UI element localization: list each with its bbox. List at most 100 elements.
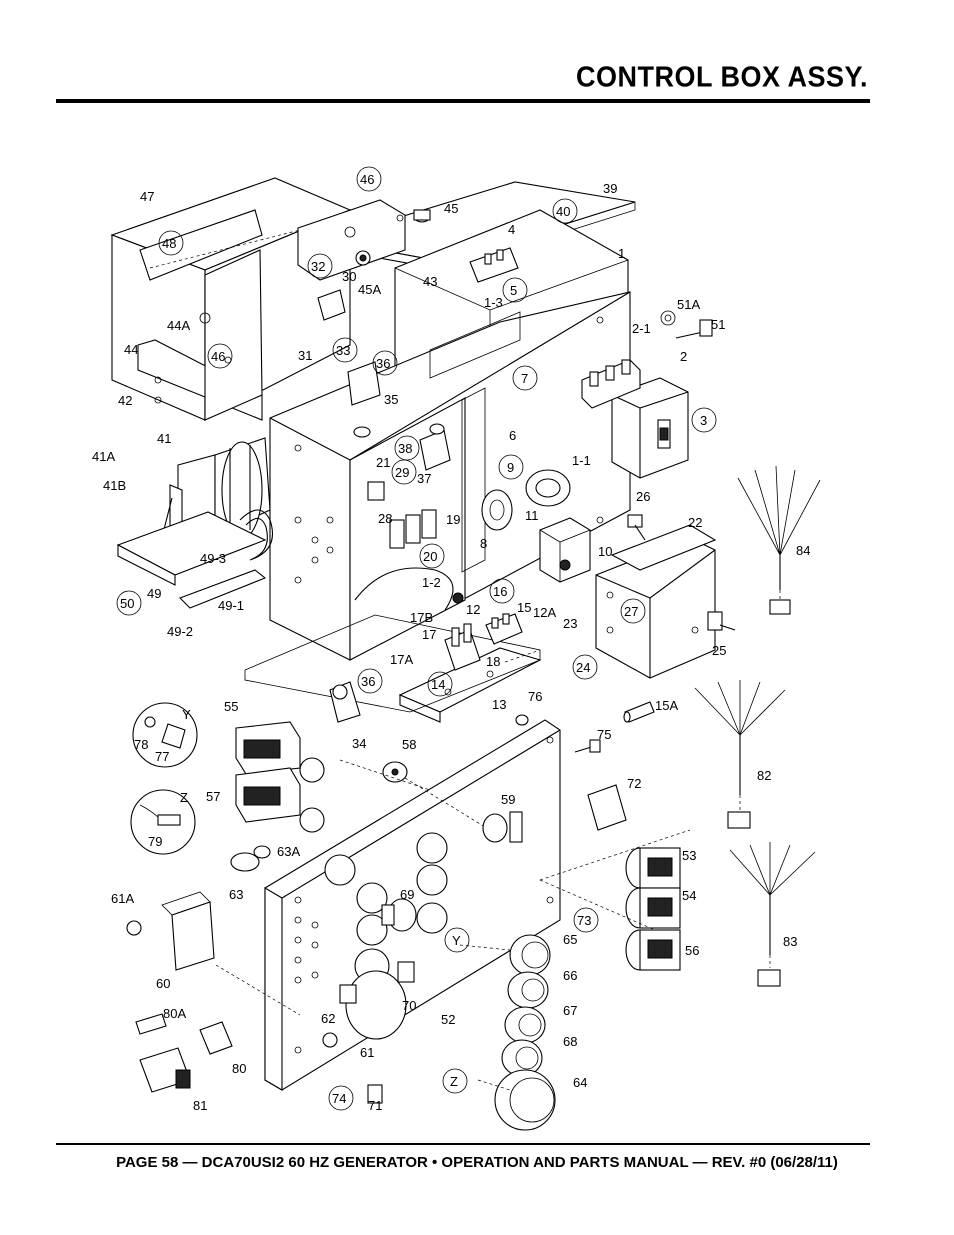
callout: 72 [627,776,641,791]
callout: 49-3 [200,551,226,566]
callout: 18 [486,654,500,669]
callout: 12 [466,602,480,617]
callout: 37 [417,471,431,486]
wire-harness-82 [694,680,786,829]
callout: Y [182,707,191,722]
callout: 30 [342,269,356,284]
callout: 9 [507,460,514,475]
callout: 63 [229,887,243,902]
wire-harness-1-2 [354,567,454,611]
detail-circle-y [132,702,198,768]
current-transformer-1-1 [481,469,571,531]
callout: 44A [167,318,190,333]
callout: 47 [140,189,154,204]
panel-switches [230,845,417,1104]
lower-frame-outline [244,614,541,713]
callout: 49-2 [167,624,193,639]
callout: 24 [576,660,590,675]
callout: 54 [682,888,696,903]
callout: 27 [624,604,638,619]
callout: 17B [410,610,433,625]
callout: 32 [311,259,325,274]
leader-lines [149,229,691,1091]
small-components [317,289,451,723]
callout: 73 [577,913,591,928]
callout: 77 [155,749,169,764]
callout: 26 [636,489,650,504]
callout: 1-1 [572,453,591,468]
wire-harness-84 [737,465,821,615]
fuse-15a [623,701,655,723]
gauges-64-68 [494,934,556,1131]
callout: 61A [111,891,134,906]
callout: 48 [162,236,176,251]
side-bracket-46 [297,199,406,281]
callout: Y [452,933,461,948]
callout: 80A [163,1006,186,1021]
circuit-breaker-2 [611,377,689,479]
callout: 17 [422,627,436,642]
callout: 80 [232,1061,246,1076]
callout: 49 [147,586,161,601]
callout: 49-1 [218,598,244,613]
callout: 15A [655,698,678,713]
callout: 41B [103,478,126,493]
callout: 35 [384,392,398,407]
callout: 34 [352,736,366,751]
callout: 46 [360,172,374,187]
callout: 36 [361,674,375,689]
callout: 20 [423,549,437,564]
callout: 8 [480,536,487,551]
callout: 7 [521,371,528,386]
callout: 22 [688,515,702,530]
callout: 51 [711,317,725,332]
callout: 78 [134,737,148,752]
callout: 81 [193,1098,207,1113]
callout: 65 [563,932,577,947]
connector-4 [469,247,519,283]
terminal-strip-19 [389,509,437,549]
callout: 2-1 [632,321,651,336]
callout: 45A [358,282,381,297]
callout: 33 [336,343,350,358]
relay-10 [539,517,591,583]
callout: 44 [124,342,138,357]
potentiometer-58 [382,761,523,843]
callout: 21 [376,455,390,470]
callout: 69 [400,887,414,902]
callout: 29 [395,465,409,480]
callout: 79 [148,834,162,849]
callout: 1 [618,246,625,261]
callout: 71 [368,1098,382,1113]
page-footer: PAGE 58 — DCA70USI2 60 HZ GENERATOR • OP… [116,1154,838,1171]
callout: 39 [603,181,617,196]
toggle-switch-26 [627,514,736,631]
callout: 67 [563,1003,577,1018]
callout: 62 [321,1011,335,1026]
callout: 12A [533,605,556,620]
callout: 51A [677,297,700,312]
callout: 25 [712,643,726,658]
callout: 45 [444,201,458,216]
callout: 53 [682,848,696,863]
callout: 57 [206,789,220,804]
callout: 59 [501,792,515,807]
callout: 61 [360,1045,374,1060]
callout: 40 [556,204,570,219]
callout: 23 [563,616,577,631]
callout: 70 [402,998,416,1013]
callout: 28 [378,511,392,526]
callout: Z [450,1074,458,1089]
callout: 17A [390,652,413,667]
panel-meters-53-54-56 [625,847,681,971]
callout: 46 [211,349,225,364]
regulator-60 [126,891,215,971]
callout: 41A [92,449,115,464]
callout: 19 [446,512,460,527]
callout: 36 [376,356,390,371]
callout: 52 [441,1012,455,1027]
callout: 11 [525,508,539,523]
callout: 83 [783,934,797,949]
callout: 76 [528,689,542,704]
